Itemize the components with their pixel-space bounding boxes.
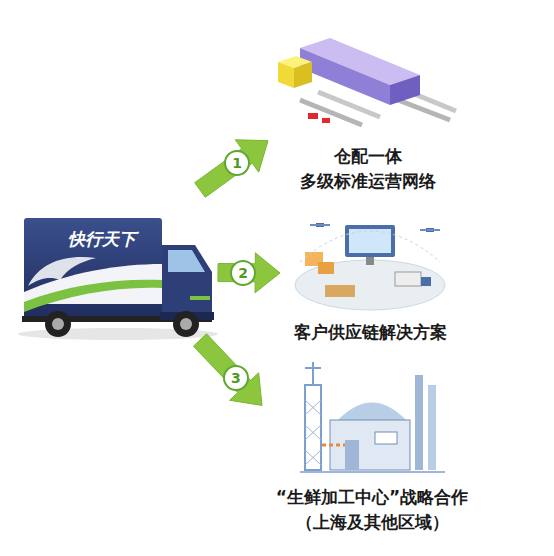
truck-drawing — [18, 218, 218, 340]
caption-text: 客户供应链解决方案 — [280, 320, 460, 345]
factory-drawing — [300, 362, 445, 472]
flow-arrow — [193, 334, 262, 406]
callout-number: 1 — [224, 150, 250, 176]
caption-text: 仓配一体 多级标准运营网络 — [268, 144, 468, 194]
service-node: 客户供应链解决方案 — [280, 195, 460, 345]
service-node: 仓配一体 多级标准运营网络 — [268, 22, 468, 194]
service-node: “生鲜加工中心”战略合作 （上海及其他区域） — [262, 355, 482, 535]
network-drawing — [295, 223, 445, 310]
truck-node: 快行天下 — [18, 190, 218, 340]
flow-arrow — [218, 253, 280, 293]
caption-text: “生鲜加工中心”战略合作 （上海及其他区域） — [262, 485, 482, 535]
logo-text: 快行天下 — [68, 228, 136, 251]
callout-number: 2 — [230, 260, 256, 286]
flow-arrow — [195, 140, 268, 198]
warehouse-drawing — [278, 38, 456, 125]
callout-number: 3 — [223, 365, 249, 391]
